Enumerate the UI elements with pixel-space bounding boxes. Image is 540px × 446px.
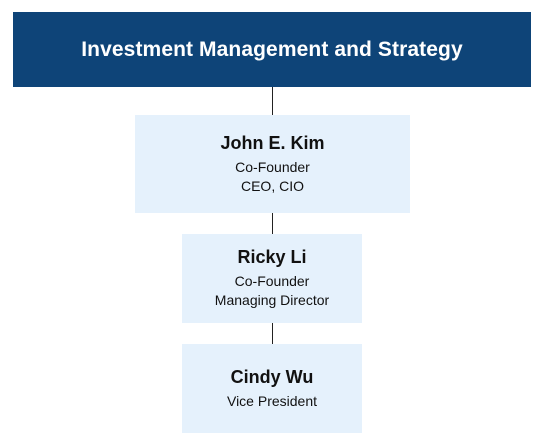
person-card-ricky-li: Ricky Li Co-Founder Managing Director (182, 234, 362, 323)
person-role: Co-Founder (234, 273, 310, 289)
person-role: CEO, CIO (240, 177, 304, 194)
person-role: Co-Founder (235, 158, 310, 175)
person-name: John E. Kim (220, 132, 325, 153)
org-chart-header: Investment Management and Strategy (13, 12, 531, 87)
person-card-john-kim: John E. Kim Co-Founder CEO, CIO (135, 115, 410, 213)
person-role: Managing Director (214, 292, 330, 308)
connector-line (272, 323, 273, 344)
person-name: Cindy Wu (230, 366, 314, 387)
person-role: Vice President (226, 392, 317, 409)
header-title: Investment Management and Strategy (81, 37, 463, 61)
connector-line (272, 87, 273, 115)
person-card-cindy-wu: Cindy Wu Vice President (182, 344, 362, 433)
connector-line (272, 213, 273, 234)
person-name: Ricky Li (237, 247, 307, 267)
